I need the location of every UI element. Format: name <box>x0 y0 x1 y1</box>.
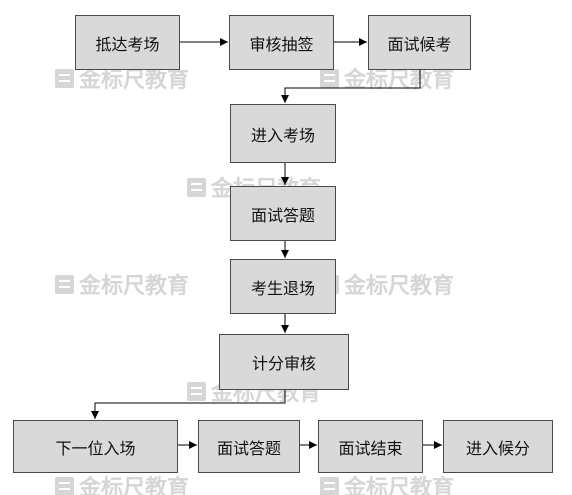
step-interview-waiting: 面试候考 <box>368 15 471 70</box>
step-interview-end: 面试结束 <box>318 420 423 473</box>
step-enter-score-waiting: 进入候分 <box>443 420 553 473</box>
arrow-wait-to-enter <box>281 70 421 103</box>
step-interview-answering: 面试答题 <box>230 186 336 241</box>
step-arrive-venue: 抵达考场 <box>75 15 180 70</box>
step-enter-venue: 进入考场 <box>230 104 336 163</box>
step-interview-answering-2: 面试答题 <box>198 420 300 473</box>
step-next-candidate-enter: 下一位入场 <box>13 420 178 473</box>
step-review-draw-lots: 审核抽签 <box>229 15 334 70</box>
step-candidate-exit: 考生退场 <box>230 259 336 314</box>
arrow-score-to-next <box>91 390 286 419</box>
step-score-review: 计分审核 <box>219 334 349 390</box>
